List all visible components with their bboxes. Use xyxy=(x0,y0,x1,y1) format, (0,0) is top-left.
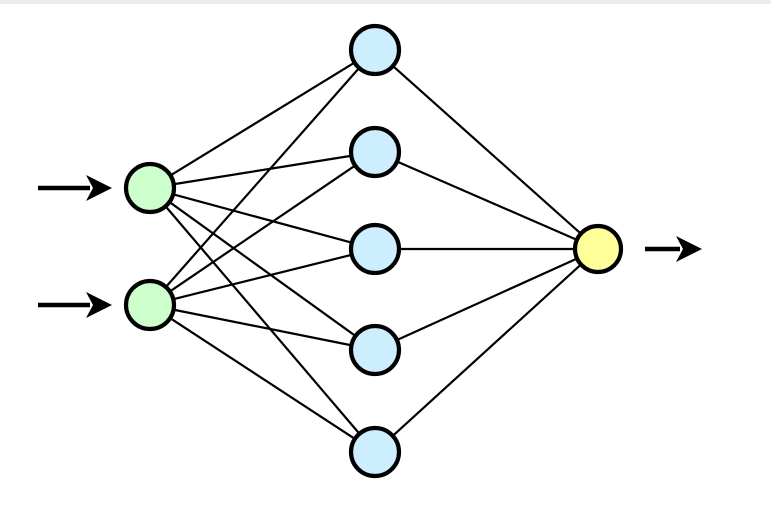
output-node-1[interactable] xyxy=(572,223,624,275)
input-arrow-1 xyxy=(38,175,112,201)
input-node-1[interactable] xyxy=(123,161,177,215)
nodes-group xyxy=(123,23,624,479)
input-node-2[interactable] xyxy=(123,278,177,332)
edge-i1-h5 xyxy=(163,204,362,436)
edge-h5-o1 xyxy=(390,262,583,438)
hidden-node-4[interactable] xyxy=(348,323,402,377)
input-arrow-1-head-icon xyxy=(86,175,112,201)
arrows-group xyxy=(38,175,702,318)
input-arrow-2 xyxy=(38,292,112,318)
edge-h4-o1 xyxy=(394,256,580,342)
edge-i2-h1 xyxy=(164,66,361,289)
output-arrow-1 xyxy=(645,236,702,262)
hidden-node-3[interactable] xyxy=(348,222,402,276)
input-arrow-2-head-icon xyxy=(86,292,112,318)
hidden-node-5[interactable] xyxy=(348,425,402,479)
edge-h1-o1 xyxy=(391,64,583,236)
edge-i1-h3 xyxy=(171,192,354,245)
output-arrow-1-head-icon xyxy=(676,236,702,262)
edge-h2-o1 xyxy=(394,160,579,242)
edge-i2-h4 xyxy=(171,308,354,347)
edge-i1-h2 xyxy=(171,154,354,186)
hidden-node-2[interactable] xyxy=(348,125,402,179)
edge-i1-h1 xyxy=(168,60,357,178)
edges-group xyxy=(163,60,583,441)
edge-i1-h4 xyxy=(167,200,358,338)
edge-i2-h3 xyxy=(171,253,354,301)
edge-i2-h5 xyxy=(168,316,357,441)
top-band-decoration xyxy=(0,0,771,4)
hidden-node-1[interactable] xyxy=(348,23,402,77)
edge-i2-h2 xyxy=(167,163,358,294)
